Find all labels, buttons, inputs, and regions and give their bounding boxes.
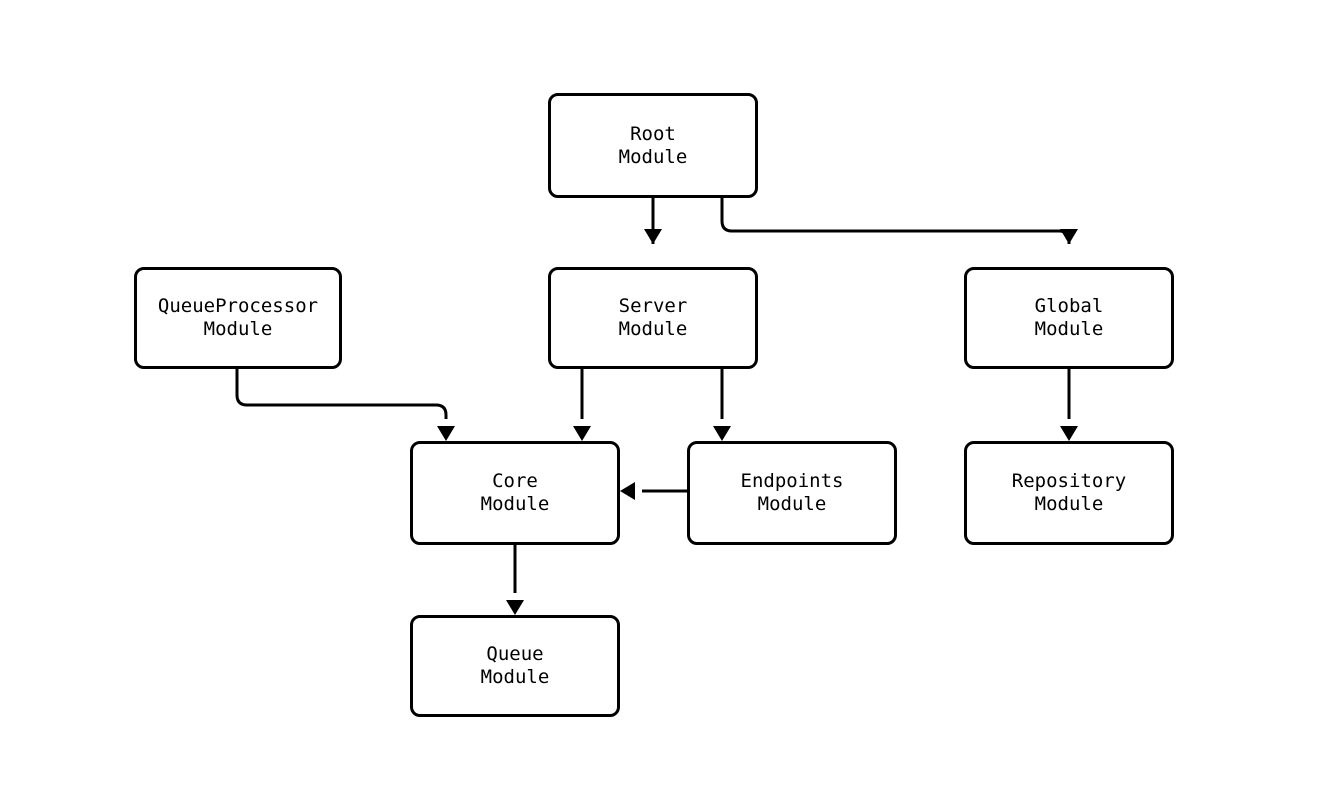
node-repository[interactable]: Repository Module bbox=[964, 441, 1174, 545]
edge-paths bbox=[235, 198, 1071, 593]
node-repository-label: Repository Module bbox=[1011, 470, 1127, 515]
arrow-core-queue-icon bbox=[506, 600, 524, 615]
arrow-server-core-icon bbox=[573, 426, 591, 441]
arrow-server-endpoints-icon bbox=[713, 426, 731, 441]
node-endpoints[interactable]: Endpoints Module bbox=[687, 441, 897, 545]
arrow-endpoints-core-icon bbox=[620, 482, 635, 500]
node-root[interactable]: Root Module bbox=[548, 93, 758, 198]
edge-queueprocessor-to-core bbox=[235, 369, 448, 419]
node-queue[interactable]: Queue Module bbox=[410, 615, 620, 717]
node-core[interactable]: Core Module bbox=[410, 441, 620, 545]
node-server[interactable]: Server Module bbox=[548, 267, 758, 369]
node-global[interactable]: Global Module bbox=[964, 267, 1174, 369]
node-server-label: Server Module bbox=[618, 295, 688, 340]
arrow-queueprocessor-core-icon bbox=[437, 426, 455, 441]
node-queueprocessor-label: QueueProcessor Module bbox=[157, 295, 319, 340]
node-core-label: Core Module bbox=[480, 470, 550, 515]
node-global-label: Global Module bbox=[1034, 295, 1104, 340]
node-queue-label: Queue Module bbox=[480, 643, 550, 688]
arrowhead-group bbox=[437, 229, 1078, 615]
edge-root-to-global bbox=[720, 198, 1071, 244]
arrow-root-global-icon bbox=[1060, 229, 1078, 244]
node-endpoints-label: Endpoints Module bbox=[740, 470, 844, 515]
arrow-root-server-icon bbox=[644, 229, 662, 244]
node-queueprocessor[interactable]: QueueProcessor Module bbox=[134, 267, 342, 369]
arrow-global-repository-icon bbox=[1060, 426, 1078, 441]
node-root-label: Root Module bbox=[618, 122, 688, 168]
